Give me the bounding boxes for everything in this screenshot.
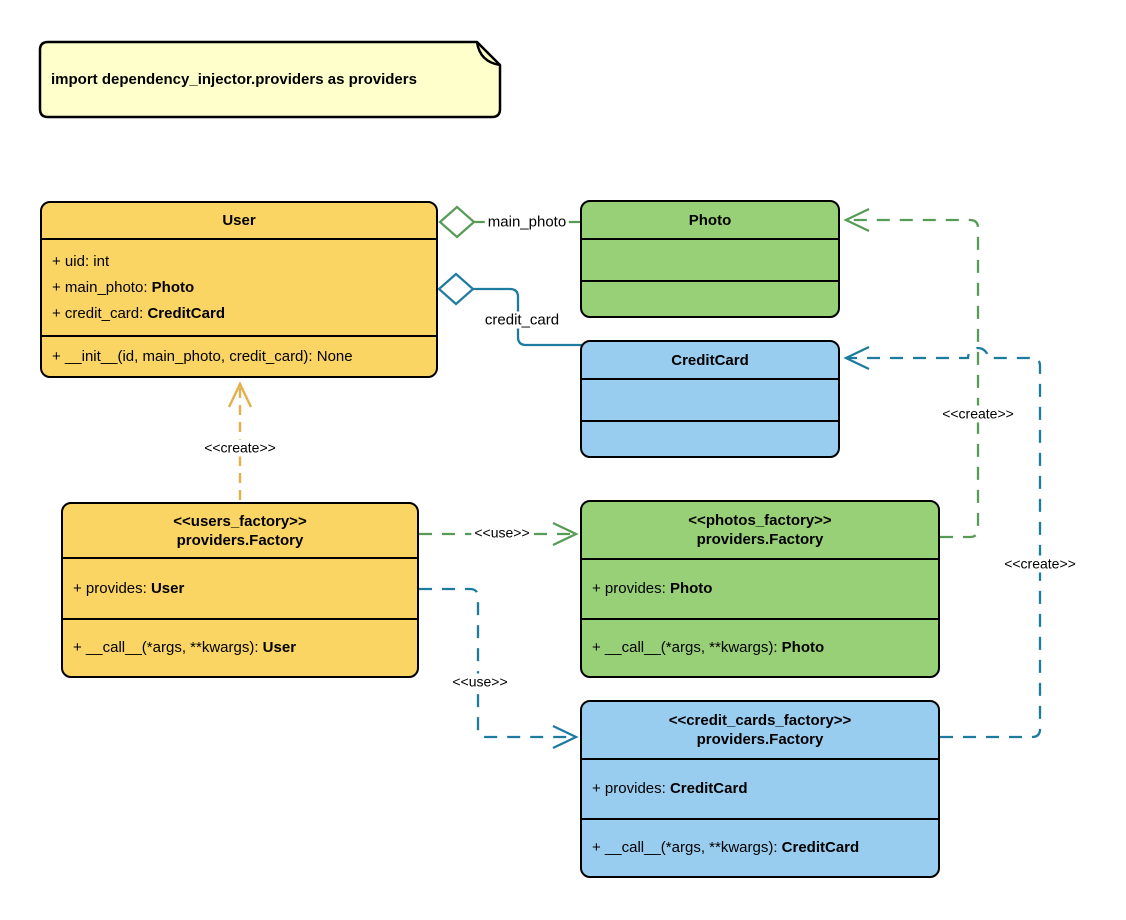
class-photos-factory-methods: + __call__(*args, **kwargs): Photo <box>582 618 938 676</box>
class-title-text: CreditCard <box>671 351 749 369</box>
edge-label-credit-card: credit_card <box>481 311 563 329</box>
note-text: import dependency_injector.providers as … <box>51 71 417 88</box>
open-arrowhead-icon <box>552 521 579 547</box>
attribute-row: + provides: User <box>73 579 185 597</box>
class-users-factory-title: <<users_factory>> providers.Factory <box>63 504 417 557</box>
class-credit-card: CreditCard <box>580 340 840 458</box>
class-credit-cards-factory: <<credit_cards_factory>> providers.Facto… <box>580 700 940 878</box>
edge-label-create-photo: <<create>> <box>939 405 1017 423</box>
aggregation-diamond-icon <box>438 205 476 239</box>
class-credit-cards-factory-methods: + __call__(*args, **kwargs): CreditCard <box>582 818 938 876</box>
method-row: + __call__(*args, **kwargs): User <box>73 639 297 656</box>
class-user-methods: + __init__(id, main_photo, credit_card):… <box>42 335 436 376</box>
edge-label-main-photo: main_photo <box>484 213 570 231</box>
note-import-providers: import dependency_injector.providers as … <box>40 42 501 117</box>
stereotype-text: <<credit_cards_factory>> <box>668 712 852 729</box>
attribute-row: + provides: CreditCard <box>592 780 748 797</box>
edge-use-credit-cards <box>419 587 579 750</box>
attribute-row: + provides: Photo <box>592 580 713 597</box>
attribute-row: + uid: int <box>52 252 110 270</box>
attribute-row: + main_photo: Photo <box>52 278 195 296</box>
edge-create-credit-card <box>843 345 1042 739</box>
class-credit-cards-factory-title: <<credit_cards_factory>> providers.Facto… <box>582 702 938 758</box>
class-users-factory-methods: + __call__(*args, **kwargs): User <box>63 618 417 676</box>
class-title-text: Photo <box>688 211 732 229</box>
open-arrowhead-icon <box>227 381 253 408</box>
method-row: + __call__(*args, **kwargs): CreditCard <box>592 839 860 856</box>
class-credit-card-title: CreditCard <box>582 342 838 378</box>
class-photo-title: Photo <box>582 202 838 238</box>
class-photos-factory-attributes: + provides: Photo <box>582 558 938 618</box>
class-credit-card-attributes-empty <box>582 378 838 420</box>
class-title-text: providers.Factory <box>176 531 304 549</box>
class-credit-cards-factory-attributes: + provides: CreditCard <box>582 758 938 818</box>
class-credit-card-methods-empty <box>582 420 838 456</box>
class-title-text: providers.Factory <box>696 731 824 748</box>
class-users-factory: <<users_factory>> providers.Factory + pr… <box>61 502 419 678</box>
stereotype-text: <<users_factory>> <box>173 512 307 530</box>
class-photo: Photo <box>580 200 840 318</box>
class-user-title: User <box>42 203 436 238</box>
method-row: + __init__(id, main_photo, credit_card):… <box>52 347 353 365</box>
attribute-row: + credit_card: CreditCard <box>52 304 225 322</box>
class-title-text: providers.Factory <box>696 531 824 548</box>
class-user-attributes: + uid: int + main_photo: Photo + credit_… <box>42 238 436 335</box>
open-arrowhead-icon <box>552 724 579 750</box>
class-title-text: User <box>222 212 256 229</box>
note-fold-icon <box>475 41 501 67</box>
edge-label-use-photos: <<use>> <box>471 524 533 542</box>
stereotype-text: <<photos_factory>> <box>688 512 832 529</box>
edge-label-use-credit-cards: <<use>> <box>449 673 511 691</box>
note-shape <box>38 40 502 119</box>
edge-create-photo <box>843 207 980 539</box>
class-user: User + uid: int + main_photo: Photo + cr… <box>40 201 438 378</box>
method-row: + __call__(*args, **kwargs): Photo <box>592 639 825 656</box>
class-photos-factory: <<photos_factory>> providers.Factory + p… <box>580 500 940 678</box>
aggregation-diamond-icon <box>437 272 475 306</box>
edge-label-create-credit-card: <<create>> <box>1001 555 1079 573</box>
class-photo-attributes-empty <box>582 238 838 280</box>
class-users-factory-attributes: + provides: User <box>63 557 417 618</box>
open-arrowhead-icon <box>843 207 870 233</box>
edge-label-create-user: <<create>> <box>201 439 279 457</box>
open-arrowhead-icon <box>843 345 870 371</box>
edge-aggregation-credit-card <box>437 272 582 347</box>
class-photo-methods-empty <box>582 280 838 316</box>
class-photos-factory-title: <<photos_factory>> providers.Factory <box>582 502 938 558</box>
